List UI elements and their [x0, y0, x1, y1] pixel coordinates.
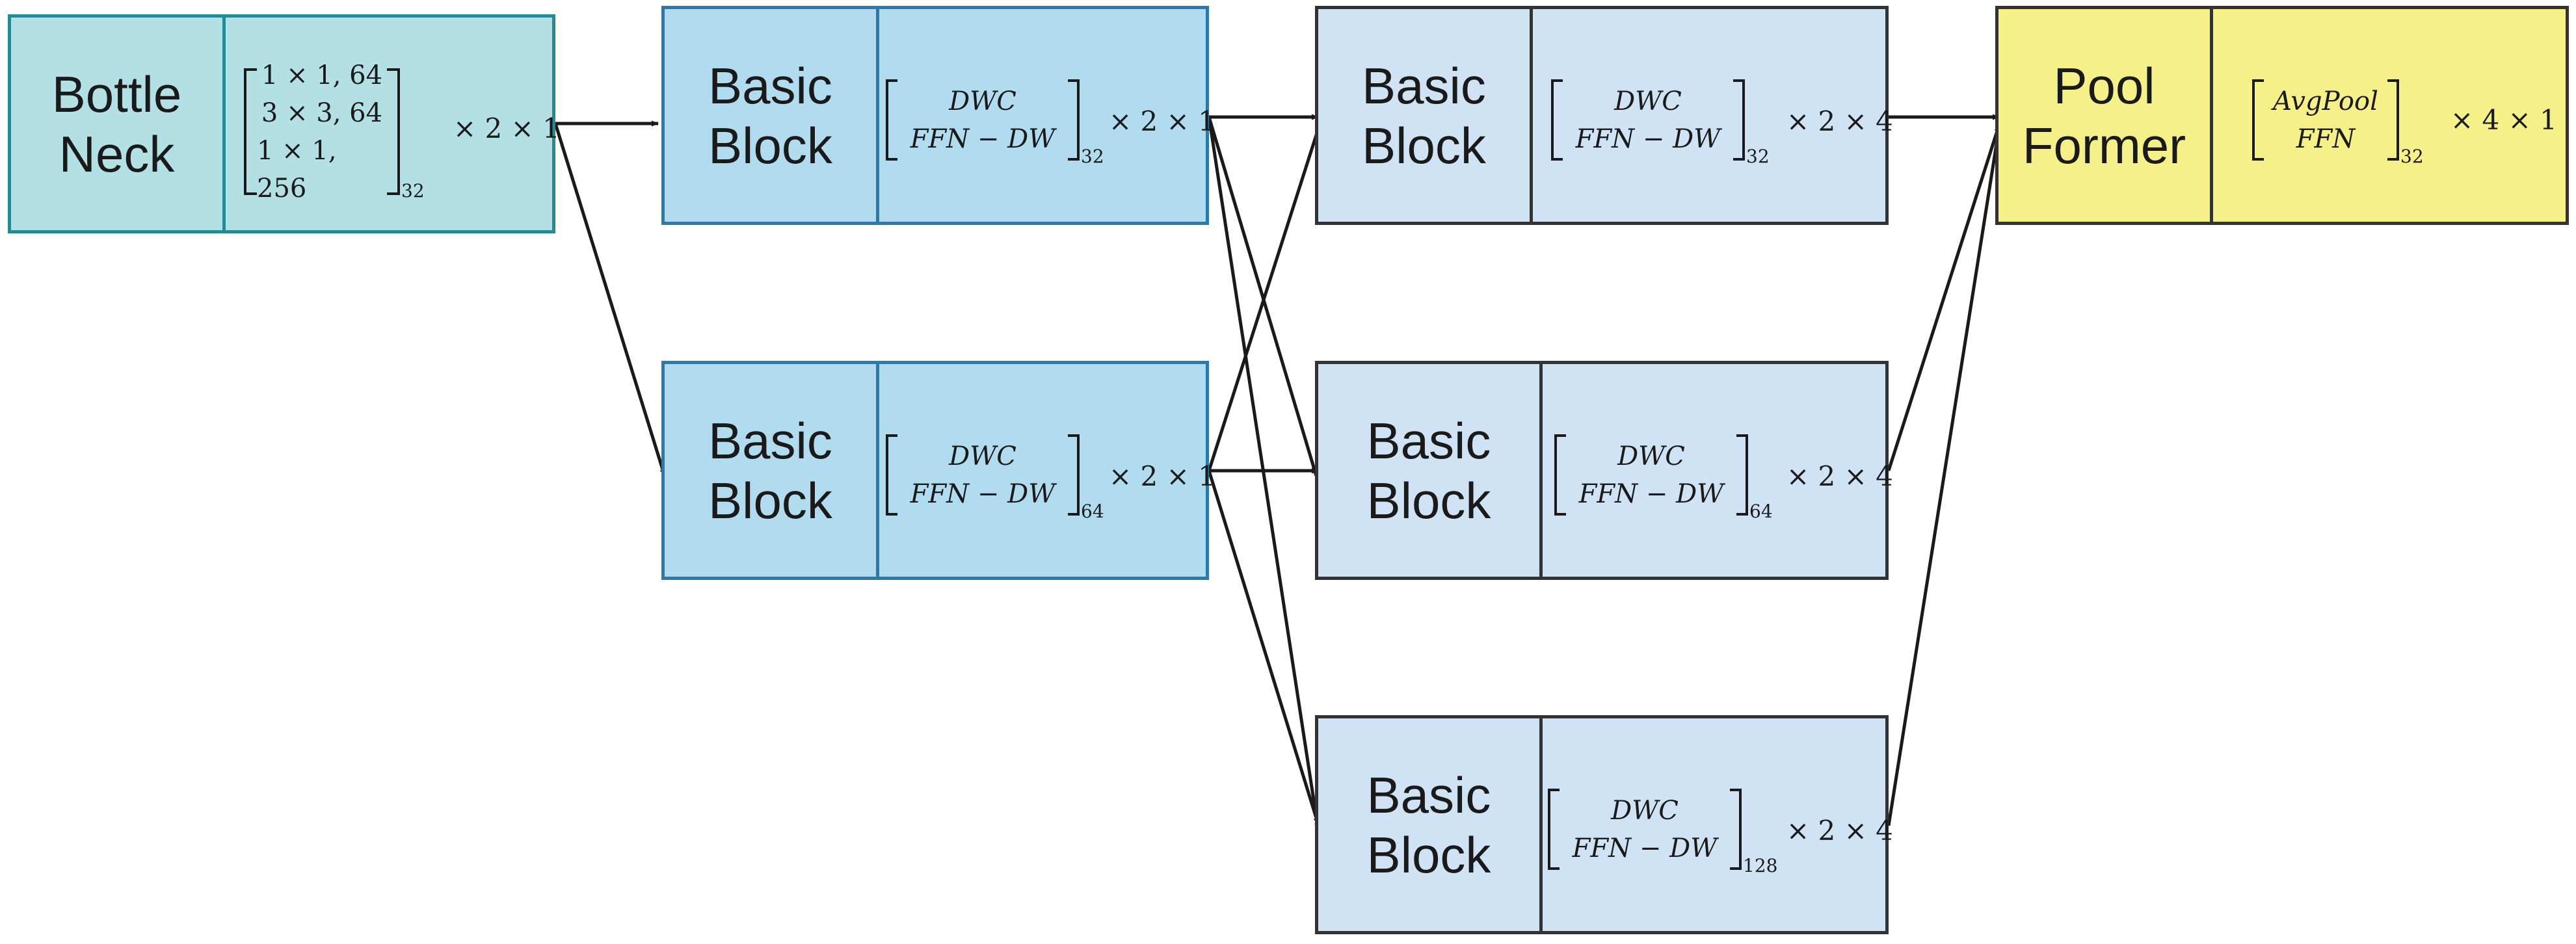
block-name: Basic Block [1318, 718, 1543, 931]
block-name-line2: Former [2022, 116, 2186, 174]
arrow-basic-a-to-basic-e [1207, 116, 1320, 830]
block-name: Basic Block [1318, 9, 1533, 222]
formula-row: FFN − DW [1578, 479, 1724, 509]
matrix-right-bracket [387, 68, 400, 195]
formula-multiplier: × 2 × 4 [1786, 815, 1893, 846]
formula-row: FFN − DW [1572, 833, 1718, 863]
formula-row: FFN [2296, 124, 2356, 154]
block-formula: DWC FFN − DW 128 × 2 × 4 [1543, 718, 1893, 931]
block-formula: DWC FFN − DW 32 × 2 × 1 [879, 9, 1215, 222]
formula-multiplier: × 4 × 1 [2450, 104, 2557, 136]
basic-block-c: Basic Block DWC FFN − DW 32 × 2 × 4 [1315, 6, 1893, 225]
formula-subscript: 64 [1081, 501, 1104, 522]
basic-block-b: Basic Block DWC FFN − DW 64 × 2 × 1 [661, 361, 1215, 580]
matrix-left-bracket [2252, 79, 2264, 161]
formula-row: FFN − DW [1575, 124, 1721, 154]
block-name-line2: Block [708, 116, 832, 174]
basic-block-a: Basic Block DWC FFN − DW 32 × 2 × 1 [661, 6, 1215, 225]
block-name-line2: Block [708, 471, 832, 529]
matrix-left-bracket [1548, 789, 1560, 870]
formula-subscript: 128 [1743, 855, 1778, 876]
formula-matrix: DWC FFN − DW [897, 79, 1068, 161]
formula-multiplier: × 2 × 4 [1786, 460, 1893, 492]
formula-matrix: DWC FFN − DW [1566, 434, 1736, 516]
block-name-line2: Block [1362, 116, 1486, 174]
block-name: Basic Block [665, 364, 879, 577]
formula-row: 1 × 1, 64 [261, 60, 383, 90]
basic-block-e: Basic Block DWC FFN − DW 128 × 2 × 4 [1315, 715, 1893, 934]
arrow-basic-b-to-basic-c [1207, 124, 1321, 471]
formula-matrix: 1 × 1, 64 3 × 3, 64 1 × 1, 256 [257, 60, 387, 203]
block-name-line1: Bottle [51, 65, 182, 123]
matrix-right-bracket [1730, 789, 1742, 870]
matrix-left-bracket [886, 79, 897, 161]
formula-matrix: DWC FFN − DW [1563, 79, 1733, 161]
basic-block-d: Basic Block DWC FFN − DW 64 × 2 × 4 [1315, 361, 1893, 580]
formula-multiplier: × 2 × 4 [1786, 105, 1893, 137]
matrix-left-bracket [244, 68, 257, 195]
formula-row: DWC [949, 441, 1016, 471]
block-name: Basic Block [665, 9, 879, 222]
arrow-basic-d-to-poolformer [1887, 124, 2001, 471]
block-name-line1: Basic [1362, 57, 1486, 114]
bottleneck-block: Bottle Neck 1 × 1, 64 3 × 3, 64 1 × 1, 2… [8, 14, 560, 233]
matrix-right-bracket [1736, 434, 1748, 516]
block-name: Basic Block [1318, 364, 1543, 577]
block-name-line1: Basic [708, 412, 832, 469]
formula-row: FFN − DW [910, 479, 1056, 509]
block-formula: AvgPool FFN 32 × 4 × 1 [2213, 9, 2566, 222]
formula-row: DWC [949, 86, 1016, 116]
matrix-left-bracket [886, 434, 897, 516]
arrow-basic-a-to-basic-d [1207, 116, 1318, 477]
block-formula: DWC FFN − DW 32 × 2 × 4 [1533, 9, 1893, 222]
matrix-left-bracket [1551, 79, 1563, 161]
arrow-basic-e-to-poolformer [1887, 127, 2001, 826]
formula-subscript: 32 [401, 180, 425, 202]
block-formula: DWC FFN − DW 64 × 2 × 1 [879, 364, 1215, 577]
matrix-left-bracket [1554, 434, 1566, 516]
block-name-line1: Basic [708, 57, 832, 114]
block-name-line2: Block [1366, 471, 1491, 529]
matrix-right-bracket [2387, 79, 2399, 161]
block-name-line1: Basic [1366, 766, 1491, 824]
formula-matrix: AvgPool FFN [2264, 79, 2387, 161]
formula-row: 3 × 3, 64 [261, 98, 383, 128]
formula-matrix: DWC FFN − DW [897, 434, 1068, 516]
formula-subscript: 32 [1746, 146, 1770, 167]
formula-subscript: 64 [1749, 501, 1773, 522]
formula-multiplier: × 2 × 1 [1109, 460, 1215, 492]
block-name-line2: Neck [59, 125, 175, 183]
formula-matrix: DWC FFN − DW [1560, 789, 1730, 870]
formula-subscript: 32 [2400, 146, 2424, 167]
block-name: Pool Former [1998, 9, 2213, 222]
matrix-right-bracket [1068, 79, 1080, 161]
formula-row: DWC [1611, 795, 1679, 826]
block-name-line1: Pool [2053, 57, 2155, 114]
block-formula: 1 × 1, 64 3 × 3, 64 1 × 1, 256 32 × 2 × … [226, 18, 560, 230]
formula-row: AvgPool [2273, 86, 2378, 116]
block-name-line2: Block [1366, 826, 1491, 884]
formula-multiplier: × 2 × 1 [453, 112, 560, 144]
matrix-right-bracket [1733, 79, 1745, 161]
formula-row: DWC [1617, 441, 1685, 471]
poolformer-block: Pool Former AvgPool FFN 32 × 4 × 1 [1995, 6, 2569, 225]
formula-multiplier: × 2 × 1 [1109, 105, 1215, 137]
formula-row: FFN − DW [910, 124, 1056, 154]
arrow-bottleneck-to-basic-b [553, 123, 667, 477]
formula-row: 1 × 1, 256 [257, 135, 337, 203]
formula-subscript: 32 [1081, 146, 1104, 167]
block-name-line1: Basic [1366, 412, 1491, 469]
block-formula: DWC FFN − DW 64 × 2 × 4 [1543, 364, 1893, 577]
formula-row: DWC [1614, 86, 1682, 116]
block-name: Bottle Neck [11, 18, 226, 230]
matrix-right-bracket [1068, 434, 1080, 516]
arrow-basic-b-to-basic-e [1207, 470, 1320, 825]
